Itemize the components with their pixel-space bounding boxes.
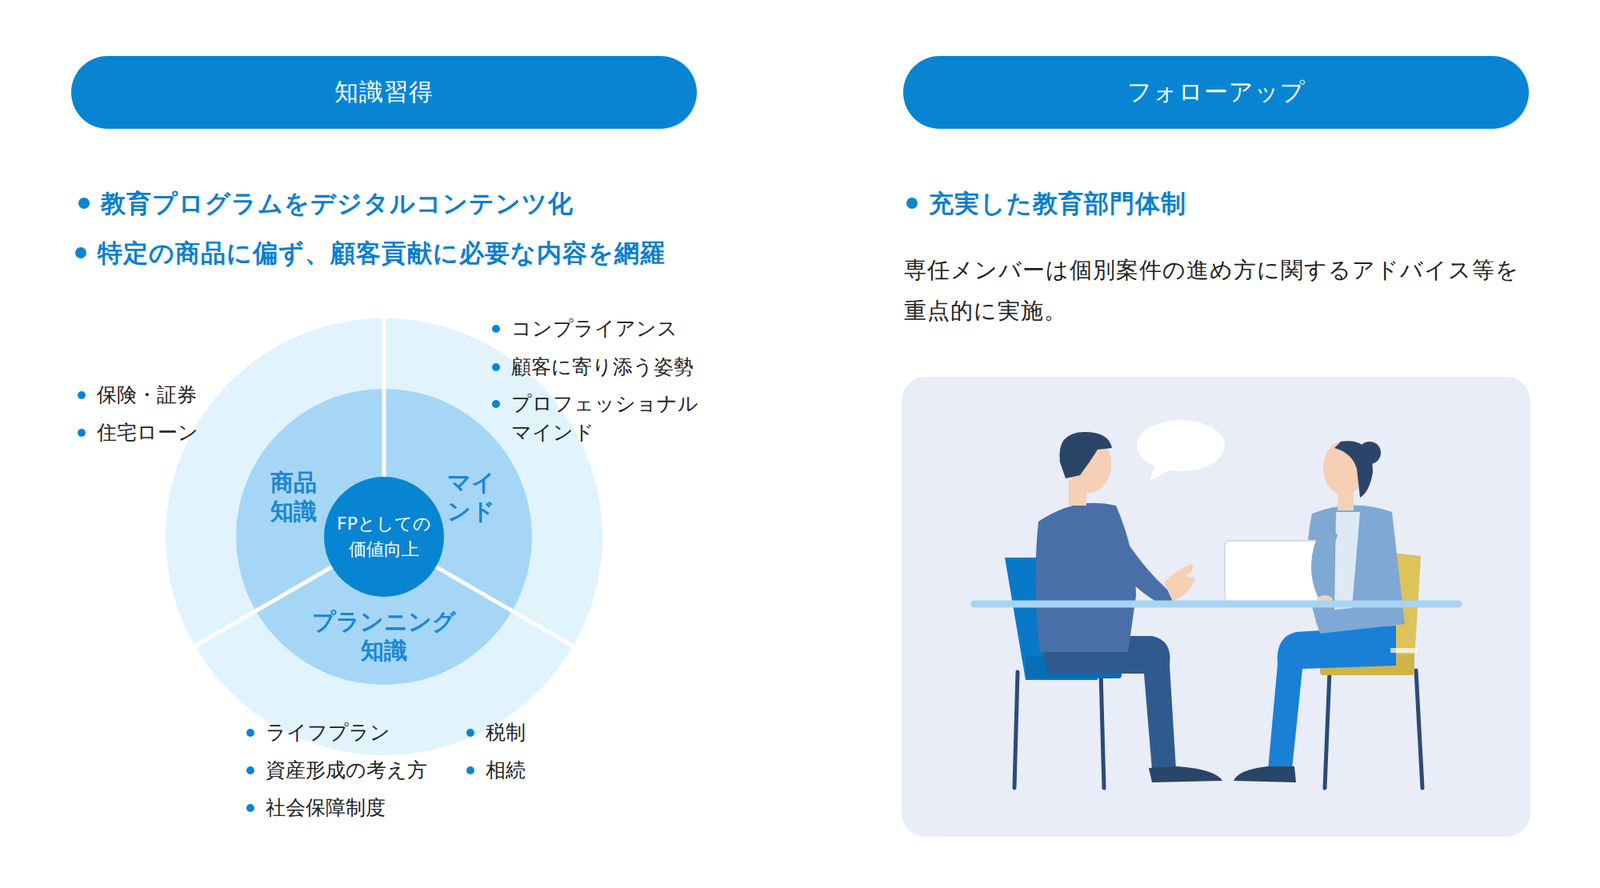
illustration-panel (901, 376, 1531, 837)
node-text: プランニング 知識 (312, 607, 456, 665)
list-item: 顧客に寄り添う姿勢 (511, 352, 694, 382)
node-text: マイ ンド (447, 468, 496, 526)
woman-figure (1233, 440, 1405, 783)
list-item: 社会保障制度 (265, 793, 386, 823)
section-header: フォローアップ (903, 56, 1529, 129)
list-item: ライフプラン (265, 718, 391, 748)
bullet-heading: 特定の商品に偏ず、顧客貢献に必要な内容を網羅 (97, 235, 666, 271)
list-item: 住宅ローン (96, 418, 199, 448)
segment-label: マイ ンド (447, 468, 496, 526)
node-text: FPとしての 価値向上 (336, 511, 432, 563)
chair-highlight (1390, 648, 1418, 653)
table-top (974, 600, 1459, 608)
node-text: 知識習得 (334, 76, 434, 109)
speech-bubble-tail (1148, 462, 1173, 482)
node-text: 商品 知識 (270, 468, 317, 526)
laptop (1224, 540, 1327, 602)
node-text: フォローアップ (1127, 76, 1306, 109)
list-item: プロフェッショナル マインド (511, 389, 699, 448)
center-circle: FPとしての 価値向上 (324, 476, 444, 597)
list-item: 資産形成の考え方 (265, 756, 428, 785)
list-item: コンプライアンス (511, 314, 678, 344)
segment-label: 商品 知識 (270, 468, 317, 526)
body-text: 専任メンバーは個別案件の進め方に関するアドバイス等を重点的に実施。 (904, 249, 1520, 332)
segment-label: プランニング 知識 (312, 607, 456, 665)
bullet-heading: 充実した教育部門体制 (928, 185, 1187, 221)
woman-arm (1311, 528, 1338, 599)
list-item: 税制 (485, 718, 526, 748)
list-item: 保険・証券 (96, 380, 197, 410)
bullet-heading: 教育プログラムをデジタルコンテンツ化 (100, 185, 574, 221)
section-header: 知識習得 (71, 56, 697, 129)
speech-bubble (1136, 420, 1225, 472)
list-item: 相続 (485, 756, 526, 785)
